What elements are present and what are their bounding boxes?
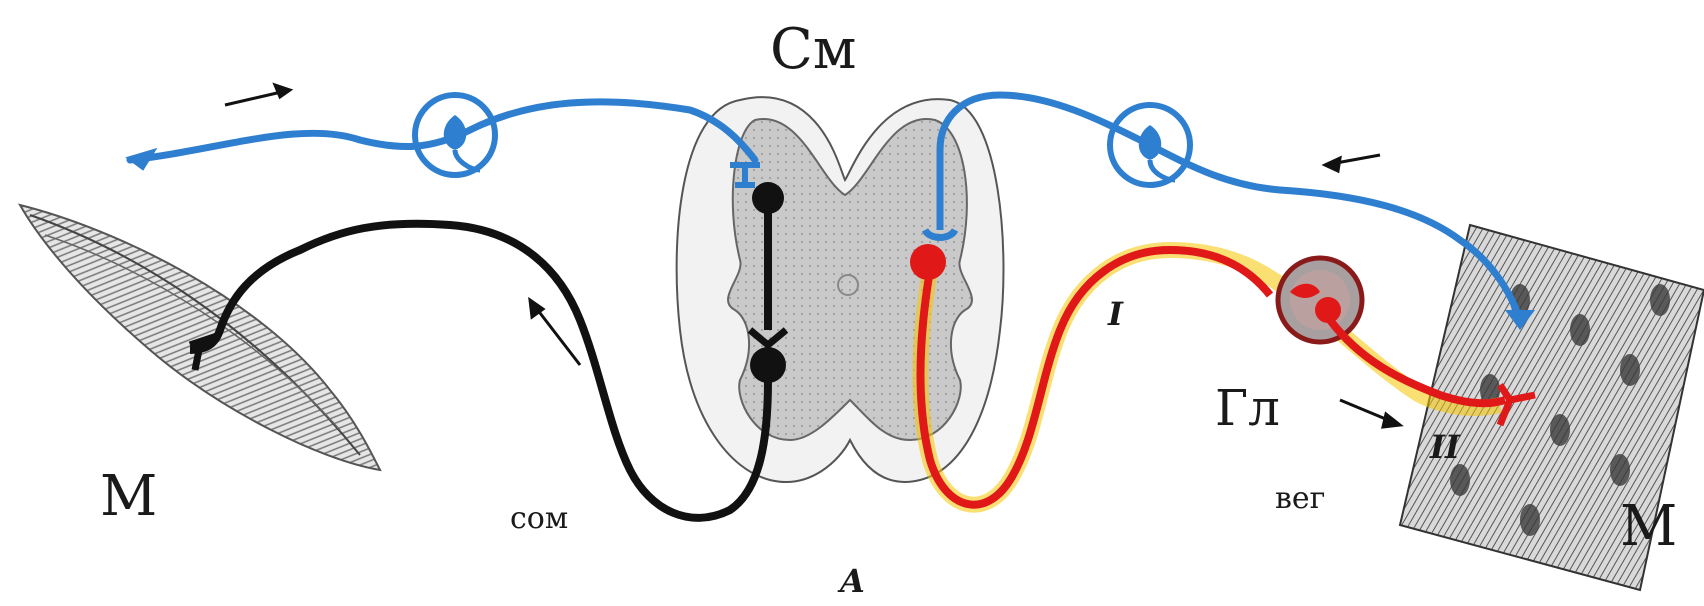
arrow-icon [1340, 400, 1400, 427]
somatic-label: сом [510, 501, 568, 536]
neuron-two-label: II [1429, 428, 1461, 466]
figure-letter-label: A [837, 562, 865, 600]
neuron-one-label: I [1107, 295, 1124, 333]
spinal-cord-section [677, 97, 1004, 482]
spinal-cord-label: См [770, 17, 856, 82]
sensory-neuron-right [925, 95, 1535, 330]
arrow-icon [1325, 155, 1380, 171]
muscle-label-left: М [100, 464, 157, 529]
muscle-label-right: М [1620, 494, 1677, 559]
sensory-neuron-left [123, 95, 760, 185]
smooth-muscle-left [20, 205, 380, 470]
vegetative-label: вег [1275, 481, 1325, 516]
ganglion-label: Гл [1215, 379, 1280, 437]
arrow-icon [225, 85, 290, 105]
